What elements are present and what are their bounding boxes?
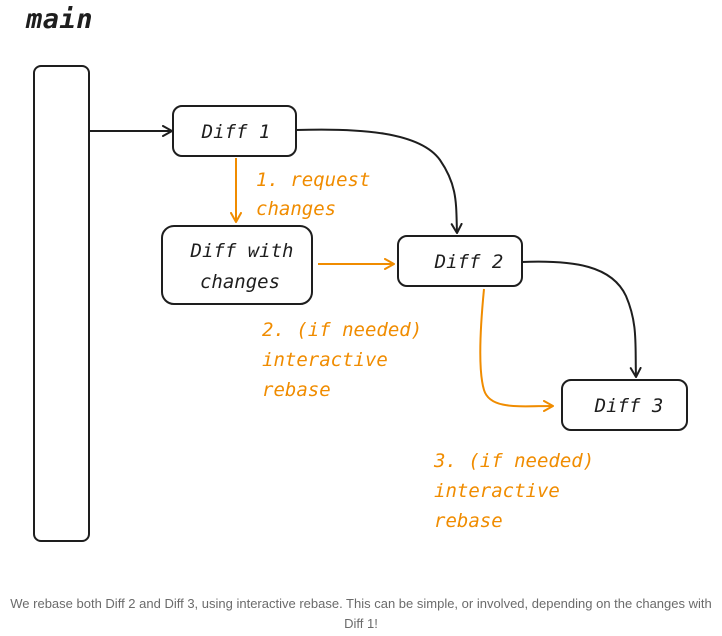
diagram-canvas: Diff 1 Diff with changes Diff 2 Diff 3 1… [33,65,688,542]
main-branch-bar [33,65,90,542]
figure-caption: We rebase both Diff 2 and Diff 3, using … [10,596,712,631]
node-diff-with-changes: Diff with changes [161,225,313,305]
node-diff-with-changes-line-1: Diff with [190,240,294,262]
node-diff-2-label: Diff 2 [434,251,504,273]
annotation-step-3: 3. (if needed) interactive rebase [433,450,594,532]
annotation-step-1-line-2: changes [256,198,336,220]
edge-diff-2-to-diff-3-rebase [479,288,554,413]
node-diff-2: Diff 2 [397,235,523,287]
node-diff-3: Diff 3 [561,379,688,431]
annotation-step-1: 1. request changes [256,169,370,220]
annotation-step-2-line-2: interactive [262,349,388,371]
edge-diff-1-to-diff-2 [295,128,463,234]
annotation-step-3-line-1: 3. (if needed) [433,450,594,472]
annotation-step-2-line-3: rebase [262,379,331,401]
branch-title: main [26,4,94,35]
annotation-step-2: 2. (if needed) interactive rebase [262,319,422,401]
annotation-step-2-line-1: 2. (if needed) [262,319,422,341]
node-diff-1: Diff 1 [172,105,297,157]
node-diff-3-label: Diff 3 [594,395,664,417]
node-diff-1-label: Diff 1 [201,121,271,143]
node-diff-with-changes-line-2: changes [200,271,280,293]
annotation-step-1-line-1: 1. request [256,169,370,191]
edge-diff-2-to-diff-3 [521,260,642,378]
annotation-step-3-line-2: interactive [434,480,560,502]
annotation-step-3-line-3: rebase [434,510,503,532]
